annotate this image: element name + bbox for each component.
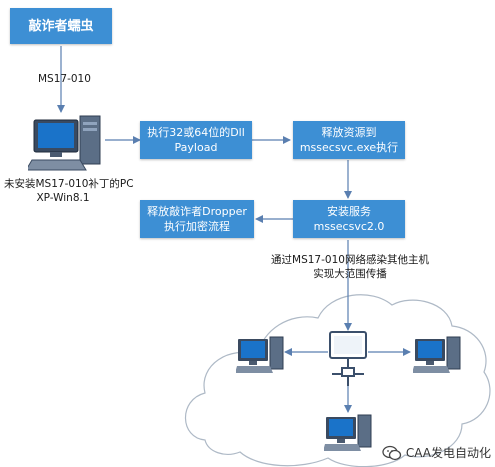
install-service-line1: 安装服务 <box>327 205 371 218</box>
victim-caption: 未安装MS17-010补丁的PC XP-Win8.1 <box>4 177 134 205</box>
victim-caption-line1: 未安装MS17-010补丁的PC <box>4 178 134 190</box>
networked-computer-right-icon <box>413 336 461 373</box>
release-resource-line2: mssecsvc.exe执行 <box>299 141 399 154</box>
spread-caption-line2: 实现大范围传播 <box>313 268 387 280</box>
ransomware-worm-box: 敲诈者蠕虫 <box>10 8 112 44</box>
execute-dll-box: 执行32或64位的Dll Payload <box>140 121 252 159</box>
dropper-box: 释放敲诈者Dropper 执行加密流程 <box>140 200 254 238</box>
wechat-bubble-icon <box>382 445 402 460</box>
execute-dll-line2: Payload <box>174 141 218 154</box>
spread-caption: 通过MS17-010网络感染其他主机 实现大范围传播 <box>262 253 438 281</box>
watermark-text: CAA发电自动化 <box>405 446 491 460</box>
victim-caption-line2: XP-Win8.1 <box>36 192 90 204</box>
networked-computer-bottom-icon <box>324 414 372 451</box>
networked-computer-left-icon <box>236 336 284 373</box>
execute-dll-line1: 执行32或64位的Dll <box>147 126 245 139</box>
release-resource-line1: 释放资源到 <box>321 126 377 139</box>
ransomware-worm-label: 敲诈者蠕虫 <box>28 18 94 34</box>
watermark: CAA发电自动化 <box>382 444 491 461</box>
network-hub-icon <box>329 331 367 386</box>
spread-caption-line1: 通过MS17-010网络感染其他主机 <box>271 254 429 266</box>
dropper-line1: 释放敲诈者Dropper <box>147 205 247 218</box>
install-service-line2: mssecsvc2.0 <box>313 220 385 233</box>
ms17-010-label: MS17-010 <box>38 73 91 85</box>
install-service-box: 安装服务 mssecsvc2.0 <box>293 200 405 238</box>
release-resource-box: 释放资源到 mssecsvc.exe执行 <box>293 121 405 159</box>
dropper-line2: 执行加密流程 <box>164 220 230 233</box>
victim-computer-icon <box>28 115 101 171</box>
